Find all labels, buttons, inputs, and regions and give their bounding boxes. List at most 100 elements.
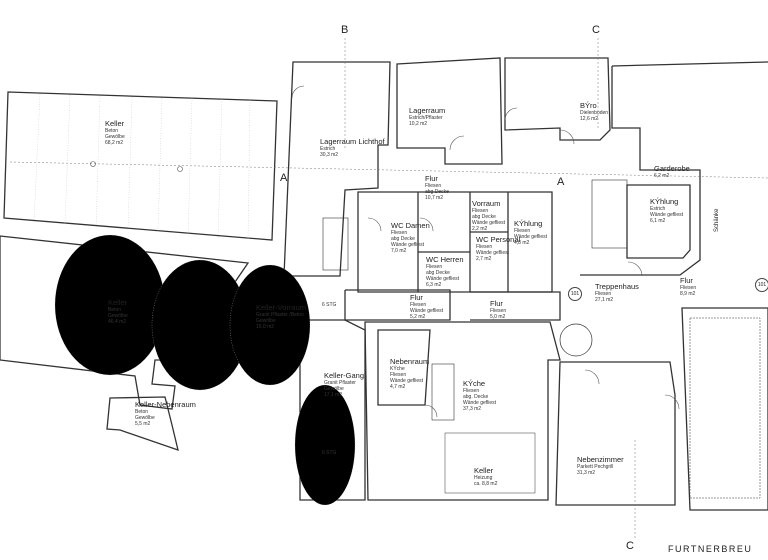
room-area: 2,7 m2 [476, 256, 492, 262]
door-swing [419, 217, 434, 232]
room-detail: Beton [108, 307, 122, 313]
section-mark-a-right: A [557, 176, 565, 188]
room-name: BÝro [580, 101, 597, 110]
wall-nebenzimmer [555, 361, 676, 506]
room-detail: abg. Decke [463, 394, 489, 400]
wall-lagerraum [396, 57, 503, 165]
room-detail: KÝche [390, 366, 405, 372]
vault-line [217, 98, 223, 239]
stair-number: 101 [755, 278, 768, 292]
room-detail: abg Decke [425, 189, 449, 195]
room-detail: Fliesen [463, 388, 480, 394]
column-marker [177, 166, 183, 172]
room-name: Keller-Vorraum [256, 303, 307, 312]
wall-keller-nebenraum [106, 396, 179, 452]
wall-lichthof [283, 61, 391, 277]
room-detail: Parkett Pechgrill [577, 464, 614, 470]
room-name: Keller-Gang [324, 371, 365, 380]
room-detail: Wände gefliest [390, 378, 424, 384]
room-detail: abg Decke [426, 270, 450, 276]
column-marker [90, 161, 96, 167]
room-detail: Gewölbe [135, 415, 155, 421]
room-name: Lagerraum [409, 106, 446, 115]
room-area: 27,1 m2 [595, 297, 614, 303]
door-swing [291, 85, 305, 99]
section-mark-a-left: A [280, 172, 288, 184]
room-area: 4,8 m2 [514, 240, 530, 246]
room-detail: Wände gefliest [476, 250, 510, 256]
vault-line [187, 97, 193, 237]
room-name: Flur [490, 299, 503, 308]
room-detail: Wände gefliest [472, 220, 506, 226]
room-detail: Granit Pflaster [324, 380, 356, 386]
room-detail: Beton [135, 409, 149, 415]
wall-right-upper [611, 61, 768, 67]
room-detail: Gewölbe [256, 318, 276, 324]
room-name: Flur [425, 174, 438, 183]
vault-outline [294, 384, 356, 506]
room-name: Nebenraum [390, 357, 430, 366]
door-swing [664, 394, 680, 410]
room-detail: Gewölbe [105, 134, 125, 140]
room-name: WC Personal [476, 235, 521, 244]
room-detail: abg Decke [472, 214, 496, 220]
room-area: 37,3 m2 [463, 406, 482, 412]
room-detail: Estrich [650, 206, 666, 212]
room-name: Keller [105, 119, 125, 128]
right-hall-inner-outline [689, 317, 761, 499]
room-name: KÝhlung [514, 219, 543, 228]
wall-right-side [580, 66, 701, 276]
room-detail: Fliesen [472, 208, 489, 214]
door-swing [627, 261, 643, 277]
door-swing [424, 404, 438, 418]
street-name: FURTNERBREU [668, 544, 753, 555]
room-name: KÝhlung [650, 197, 679, 206]
room-name: Flur [680, 276, 693, 285]
room-detail: Estrich/Pflaster [409, 115, 443, 121]
room-area: 5,0 m2 [490, 314, 506, 320]
room-detail: Fliesen [595, 291, 612, 297]
room-area: 10,2 m2 [409, 121, 428, 127]
room-detail: Wände gefliest [650, 212, 684, 218]
room-name: Nebenzimmer [577, 455, 624, 464]
room-detail: Fliesen [514, 228, 531, 234]
room-name: Flur [410, 293, 423, 302]
room-area: 7,0 m2 [391, 248, 407, 254]
room-detail: Wände gefliest [426, 276, 460, 282]
room-detail: Fliesen [390, 372, 407, 378]
steps-label: 6 STG [322, 302, 337, 308]
room-area: 6,1 m2 [650, 218, 666, 224]
room-area: 12,6 m2 [580, 116, 599, 122]
room-detail: Fliesen [425, 183, 442, 189]
room-name: WC Damen [391, 221, 430, 230]
room-detail: Fliesen [426, 264, 443, 270]
stair-number: 101 [568, 287, 582, 301]
room-area: 15,0 m2 [256, 324, 275, 330]
room-name: KÝche [463, 379, 486, 388]
room-name: Keller-Nebenraum [135, 400, 196, 409]
room-area: 17,1 m2 [324, 392, 343, 398]
section-mark-b: B [341, 24, 349, 36]
wall-flur-right [470, 291, 561, 321]
room-name: Vorraum [472, 199, 501, 208]
room-area: 6,2 m2 [654, 173, 670, 179]
vault-line [127, 96, 133, 231]
